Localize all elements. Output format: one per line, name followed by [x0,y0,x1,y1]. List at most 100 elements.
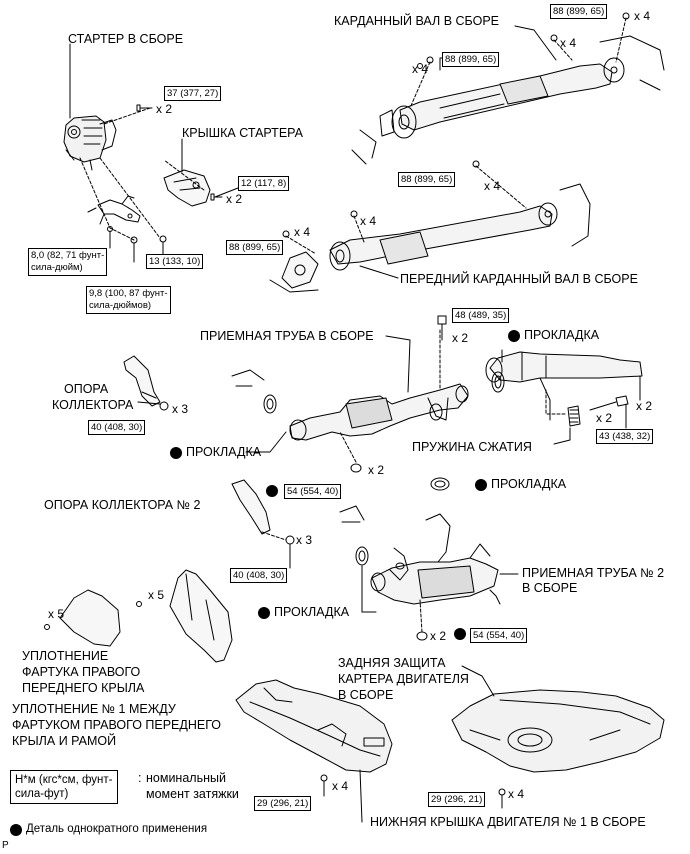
torque-spec: 43 (438, 32) [596,429,654,444]
label-fender-seal-line3: ПЕРЕДНЕГО КРЫЛА [22,681,145,695]
quantity-label: x 2 [430,629,447,643]
label-rear-engine-cover-line2: КАРТЕРА ДВИГАТЕЛЯ [338,672,469,686]
label-compression-spring: ПРУЖИНА СЖАТИЯ [412,440,532,454]
label-front-pipe: ПРИЕМНАЯ ТРУБА В СБОРЕ [200,329,374,343]
gasket-mid-right-drawing [430,477,450,491]
fender-seal-no1-drawing [136,569,233,663]
non-reusable-mark [170,447,182,459]
gasket-left-drawing [263,394,277,414]
torque-spec-multiline: 9,8 (100, 87 фунт- сила-дюймов) [86,286,171,314]
starter-leaders [69,43,239,263]
torque-line: сила-дюймов) [89,300,152,311]
tail-pipe-drawing [485,351,643,421]
label-starter-cover: КРЫШКА СТАРТЕРА [182,126,303,140]
torque-spec: 37 (377, 27) [164,86,222,101]
manifold-stay-drawing [123,355,169,411]
quantity-label: x 2 [156,102,173,116]
non-reusable-mark [475,479,487,491]
non-reusable-mark [258,607,270,619]
torque-spec: 88 (899, 65) [398,172,456,187]
quantity-label: x 4 [294,225,311,239]
torque-spec-multiline: 8,0 (82, 71 фунт- сила-дюйм) [28,248,108,276]
label-rear-engine-cover-line3: В СБОРЕ [338,688,394,702]
starter-assembly-drawing [63,115,117,171]
torque-line: сила-дюйм) [31,262,83,273]
legend-unit-line1: Н*м (кгс*см, фунт- [15,774,113,786]
quantity-label: x 3 [296,533,313,547]
engine-under-cover-no1-drawing [235,679,393,797]
label-gasket: ПРОКЛАДКА [491,477,567,491]
quantity-label: x 4 [332,779,349,793]
torque-spec: 13 (133, 10) [146,254,204,269]
legend-torque-line1: номинальный [146,771,226,785]
front-pipe-drawing [289,383,469,441]
label-front-pipe-no2-line1: ПРИЕМНАЯ ТРУБА № 2 [522,566,665,580]
label-fender-seal-line1: УПЛОТНЕНИЕ [22,649,109,663]
manifold-stay-no2-drawing [231,479,295,569]
legend-torque-line2: момент затяжки [146,787,239,801]
torque-spec: 40 (408, 30) [88,420,146,435]
quantity-label: x 2 [636,399,653,413]
label-fender-seal-line2: ФАРТУКА ПРАВОГО [22,665,141,679]
quantity-label: x 3 [172,402,189,416]
fender-seal-drawing [44,589,121,647]
quantity-label: x 2 [368,463,385,477]
label-engine-under-cover-no1: НИЖНЯЯ КРЫШКА ДВИГАТЕЛЯ № 1 В СБОРЕ [370,815,646,829]
quantity-label: x 5 [48,607,65,621]
torque-spec: 29 (296, 21) [428,792,486,807]
legend-unit-box: Н*м (кгс*см, фунт- сила-фут) [10,770,118,804]
quantity-label: x 4 [484,179,501,193]
torque-spec: 12 (117, 8) [238,176,290,191]
legend-unit-line2: сила-фут) [15,788,69,800]
label-fender-seal-no1-line2: ФАРТУКОМ ПРАВОГО ПЕРЕДНЕГО [12,718,222,732]
quantity-label: x 2 [596,411,613,425]
non-reusable-mark [266,485,278,497]
tail-pipe-leaders [501,349,627,445]
torque-spec: 29 (296, 21) [254,796,312,811]
quantity-label: x 4 [360,214,377,228]
label-gasket: ПРОКЛАДКА [274,605,350,619]
legend-non-reusable-mark [10,824,22,836]
legend-corner-mark: P [2,840,9,851]
gasket-right-drawing [491,371,505,393]
non-reusable-mark [508,330,520,342]
torque-spec: 88 (899, 65) [550,4,608,19]
compression-spring-drawing [567,405,581,427]
label-fender-seal-no1-line1: УПЛОТНЕНИЕ № 1 МЕЖДУ [12,702,176,716]
quantity-label: x 4 [412,62,429,76]
legend-non-reusable-text: Деталь однократного применения [26,823,208,835]
legend-colon: : [138,771,142,785]
body-hint-drawing [231,369,365,523]
propeller-shaft-drawing [351,35,665,165]
label-fender-seal-no1-line3: КРЫЛА И РАМОЙ [12,734,117,748]
gasket-lower-drawing [355,546,369,566]
front-pipe-no2-leaders [361,565,519,641]
label-front-propeller-shaft: ПЕРЕДНИЙ КАРДАННЫЙ ВАЛ В СБОРЕ [400,272,638,286]
torque-spec: 88 (899, 65) [226,240,284,255]
torque-spec: 54 (554, 40) [470,628,528,643]
quantity-label: x 5 [148,588,165,602]
label-gasket: ПРОКЛАДКА [186,445,262,459]
bolt-43-drawing [589,395,629,411]
torque-spec: 88 (899, 65) [442,52,500,67]
quantity-label: x 2 [452,331,469,345]
label-manifold-stay-no2: ОПОРА КОЛЛЕКТОРА № 2 [44,498,201,512]
torque-spec: 54 (554, 40) [284,484,342,499]
label-starter-assembly: СТАРТЕР В СБОРЕ [68,32,184,46]
label-gasket: ПРОКЛАДКА [524,328,600,342]
non-reusable-mark [454,628,466,640]
torque-line: 8,0 (82, 71 фунт- [31,250,105,261]
label-front-pipe-no2-line2: В СБОРЕ [522,581,578,595]
quantity-label: x 4 [508,787,525,801]
front-pipe-no2-drawing [370,513,501,605]
torque-spec: 48 (489, 35) [452,308,510,323]
rear-engine-cover-leaders [461,665,495,697]
quantity-label: x 4 [560,36,577,50]
front-pipe-fasteners [350,315,447,473]
starter-cover-drawing [163,169,211,207]
label-rear-engine-cover-line1: ЗАДНЯЯ ЗАЩИТА [338,656,446,670]
label-manifold-stay-line2: КОЛЛЕКТОРА [52,398,134,412]
front-propeller-shaft-drawing [269,183,591,293]
